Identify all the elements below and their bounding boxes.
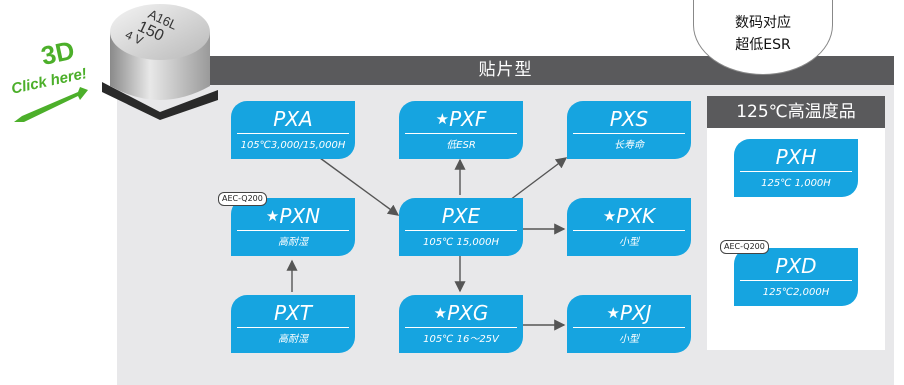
node-name: PXE (441, 204, 481, 228)
node-name: PXK (616, 204, 656, 228)
section-title: 贴片型 (478, 60, 533, 80)
3d-click-here-link[interactable]: 3D Click here! (8, 38, 88, 128)
node-name: PXH (775, 145, 817, 169)
arrow-pxa-pxe (319, 157, 400, 216)
node-pxe[interactable]: PXE 105℃ 15,000H (399, 198, 523, 256)
node-sub: 105℃3,000/15,000H (240, 140, 346, 151)
node-name: PXT (274, 301, 312, 325)
node-sub: 小型 (619, 237, 639, 248)
node-name: PXG (447, 301, 489, 325)
aec-q200-badge: AEC-Q200 (218, 192, 267, 206)
node-name: PXD (775, 254, 817, 278)
node-pxn[interactable]: ★PXN 高耐湿 (231, 198, 355, 256)
node-sub: 低ESR (446, 140, 476, 151)
node-sub: 125℃2,000H (762, 287, 830, 298)
svg-text:4 V: 4 V (123, 27, 145, 47)
node-sub: 高耐湿 (278, 237, 308, 248)
high-temp-panel (707, 96, 885, 350)
node-sub: 105℃ 16～25V (423, 334, 499, 345)
node-sub: 小型 (619, 334, 639, 345)
node-pxs[interactable]: PXS 长寿命 (567, 101, 691, 159)
aec-q200-badge: AEC-Q200 (720, 240, 769, 254)
capacitor-image: A16L 150 4 V (100, 2, 220, 120)
node-name: PXS (609, 107, 649, 131)
node-pxj[interactable]: ★PXJ 小型 (567, 295, 691, 353)
node-sub: 125℃ 1,000H (761, 178, 831, 189)
node-name: PXF (449, 107, 487, 131)
3d-logo-icon: 3D Click here! (10, 38, 88, 122)
callout-line-1: 数码对应 (735, 15, 791, 31)
node-name: PXJ (619, 301, 652, 325)
callout-line-2: 超低ESR (735, 37, 791, 53)
arrow-pxe-pxs (509, 157, 568, 201)
node-sub: 长寿命 (614, 140, 644, 151)
node-name: PXN (279, 204, 321, 228)
node-pxt[interactable]: PXT 高耐湿 (231, 295, 355, 353)
node-sub: 105℃ 15,000H (422, 237, 499, 248)
node-pxf[interactable]: ★PXF 低ESR (399, 101, 523, 159)
high-temp-title: 125℃高温度品 (707, 96, 885, 128)
node-pxk[interactable]: ★PXK 小型 (567, 198, 691, 256)
node-pxd[interactable]: PXD 125℃2,000H (734, 248, 858, 306)
node-sub: 高耐湿 (278, 334, 308, 345)
node-pxa[interactable]: PXA 105℃3,000/15,000H (231, 101, 355, 159)
node-pxg[interactable]: ★PXG 105℃ 16～25V (399, 295, 523, 353)
node-pxh[interactable]: PXH 125℃ 1,000H (734, 139, 858, 197)
node-name: PXA (273, 107, 313, 131)
